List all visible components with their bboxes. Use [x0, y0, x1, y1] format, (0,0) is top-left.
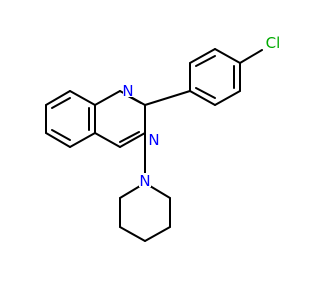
bond	[119, 132, 146, 148]
bond	[214, 48, 241, 64]
bond	[119, 226, 146, 242]
atom-labels: N N N Cl	[122, 34, 284, 190]
atom-mask	[123, 83, 134, 97]
bond	[189, 48, 216, 64]
atom-n-piperidine: N	[139, 172, 150, 190]
bond	[214, 90, 241, 106]
bond	[189, 90, 216, 106]
bond	[195, 87, 216, 99]
bond	[69, 132, 96, 148]
bond	[119, 131, 140, 143]
bond	[94, 90, 121, 106]
bond	[69, 90, 96, 106]
bond	[45, 90, 71, 106]
bond	[94, 132, 121, 148]
bond	[144, 226, 171, 242]
atom-n1: N	[122, 82, 133, 100]
bond	[144, 90, 191, 106]
bond	[195, 55, 216, 67]
bond	[45, 132, 71, 148]
molecule-structure: N N N Cl	[45, 34, 284, 242]
atom-cl: Cl	[266, 34, 281, 52]
atom-mask	[149, 132, 160, 146]
atom-n3: N	[148, 131, 159, 149]
bond	[51, 129, 71, 141]
bond	[239, 49, 263, 64]
atom-mask	[263, 35, 284, 51]
bonds	[45, 48, 263, 242]
bond	[51, 97, 71, 109]
atom-mask	[139, 173, 151, 187]
